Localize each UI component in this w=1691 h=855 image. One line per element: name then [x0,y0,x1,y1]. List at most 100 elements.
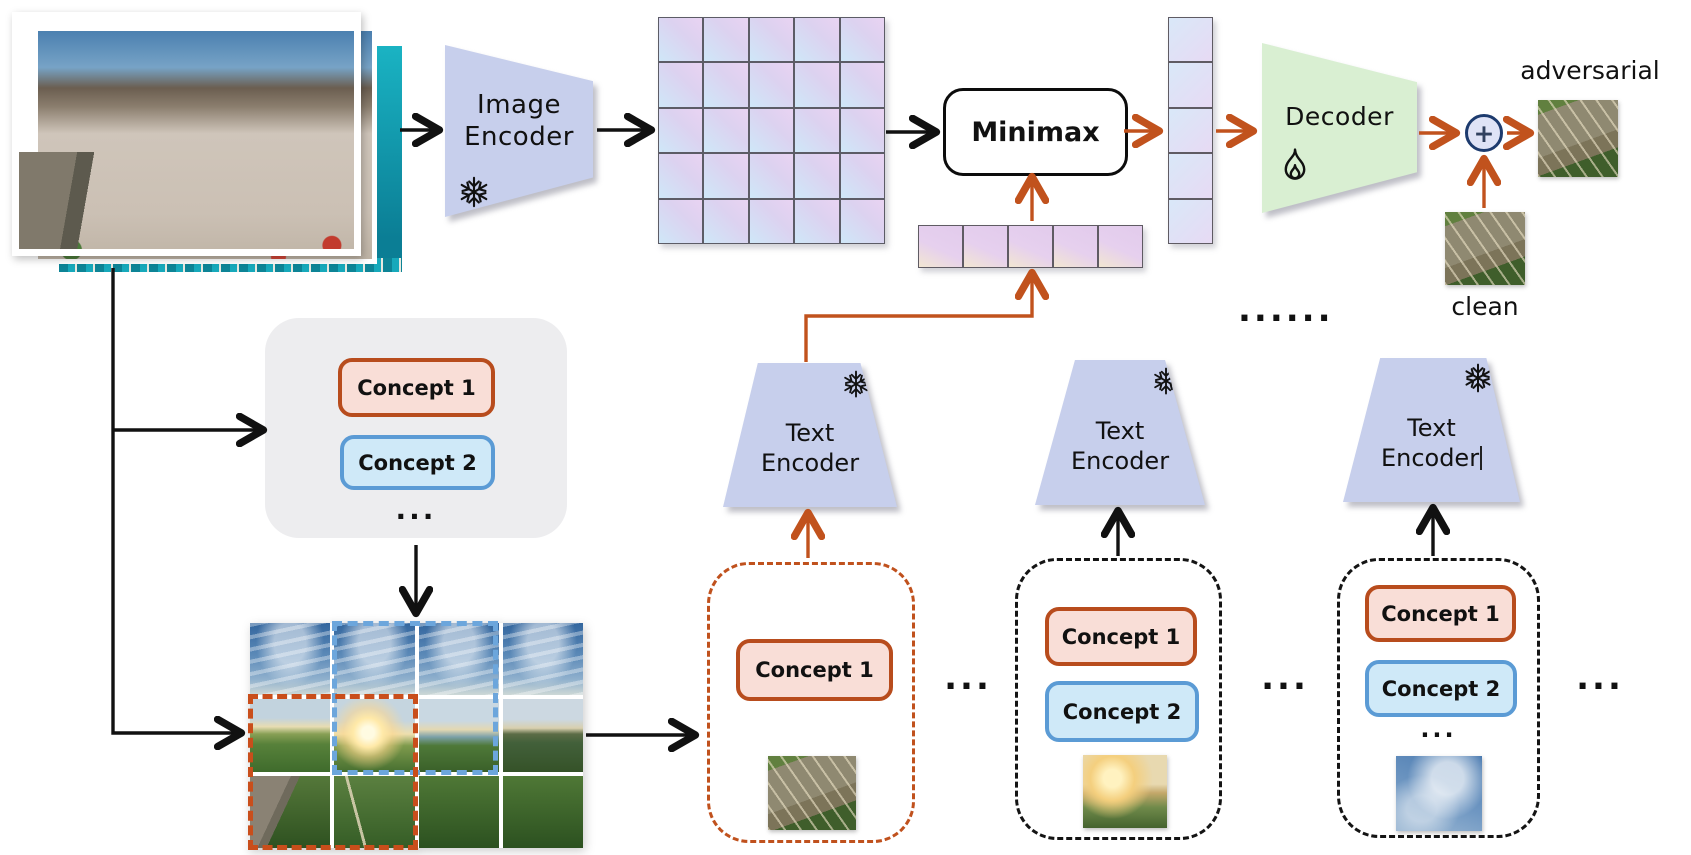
embedding-cell [748,62,795,108]
image-tile [250,699,331,772]
decoder: Decoder [1262,43,1417,213]
image-tile [334,699,415,772]
snowflake-icon [1152,367,1180,395]
embedding-cell [1168,62,1213,108]
text-encoder-3-label: Text Encoder [1381,413,1483,473]
image-encoder-label: Image Encoder [464,90,574,171]
adversarial-image [1538,100,1618,177]
text-encoder-1-label: Text Encoder [760,419,860,477]
embedding-cell [1168,198,1213,244]
embedding-cell [748,17,795,63]
separator-ellipsis: ... [1261,658,1309,698]
group-1-image [768,756,856,830]
snowflake-icon [842,370,870,398]
embedding-cell [658,198,704,244]
embedding-cell [963,225,1008,268]
embedding-cell [794,107,840,154]
image-encoder-label-line1: Image [477,90,561,121]
fused-embedding-column [1168,17,1213,244]
image-tile [334,623,415,696]
embedding-cell [1098,225,1143,268]
embedding-cell [839,107,885,154]
segmented-image [248,621,583,850]
plus-icon: + [1473,118,1495,148]
concept-group-1: Concept 1 [707,562,915,843]
concept-pill: Concept 1 [1365,585,1516,642]
concept-group-3: Concept 1 Concept 2 ... [1337,558,1540,838]
concept-group-2: Concept 1 Concept 2 [1015,558,1222,840]
image-encoder: Image Encoder [445,45,593,217]
image-tile [250,623,331,696]
embedding-cell [839,17,885,63]
patch-embedding-grid [658,17,885,244]
text-encoder-2-label: Text Encoder [1070,416,1170,475]
concept-box-ellipsis: ... [395,493,437,526]
embedding-cell [658,107,704,154]
text-embedding-row [918,225,1143,268]
image-tile [334,775,415,848]
image-tile [502,623,583,696]
image-encoder-label-line2: Encoder [464,122,574,152]
image-tile [502,699,583,772]
snowflake-icon [1463,363,1493,393]
concept-pill: Concept 2 [1045,681,1199,742]
embedding-cell [794,153,840,199]
embedding-cell [703,107,749,154]
group-3-image [1396,756,1482,831]
embedding-cell [794,62,840,108]
ellipsis-top-right: ...... [1238,290,1334,330]
concept-box: Concept 1 Concept 2 ... [265,318,567,538]
group-3-ellipsis: ... [1420,715,1457,743]
minimax-block: Minimax [943,88,1128,176]
text-encoder-1: Text Encoder [723,363,897,507]
image-tile [418,699,499,772]
embedding-cell [658,17,704,63]
embedding-cell [1168,107,1213,154]
embedding-cell [1168,17,1213,63]
fire-icon [1284,148,1306,180]
separator-ellipsis: ... [1576,658,1624,698]
embedding-cell [748,153,795,199]
embedding-cell [658,153,704,199]
embedding-cell [703,62,749,108]
concept-pill: Concept 1 [1045,607,1197,666]
adversarial-label: adversarial [1520,56,1660,85]
image-tile [502,775,583,848]
separator-ellipsis: ... [944,658,992,698]
embedding-cell [748,107,795,154]
embedding-cell [918,225,963,268]
embedding-cell [794,198,840,244]
concept-pill: Concept 2 [340,435,495,490]
image-tile [418,623,499,696]
orange-region-overlay [248,694,418,850]
embedding-cell [839,198,885,244]
add-circle: + [1465,114,1503,152]
image-tile [418,775,499,848]
embedding-cell [794,17,840,63]
embedding-cell [703,198,749,244]
minimax-label: Minimax [971,116,1100,148]
text-encoder-2: Text Encoder [1035,360,1205,505]
embedding-cell [839,153,885,199]
landscape-photo [19,19,354,249]
embedding-cell [1168,153,1213,199]
clean-label: clean [1451,292,1519,321]
road-area [19,152,174,249]
text-cursor [1480,446,1483,470]
embedding-cell [703,17,749,63]
concept-pill: Concept 2 [1365,660,1517,717]
embedding-cell [703,153,749,199]
clean-image [1445,212,1525,285]
source-image [12,12,361,256]
embedding-cell [1008,225,1053,268]
image-tile [250,775,331,848]
arrow-text-encoder1-to-row [804,276,1032,362]
embedding-cell [748,198,795,244]
embedding-cell [839,62,885,108]
decoder-label: Decoder [1285,101,1394,131]
concept-pill: Concept 1 [338,358,495,417]
concept-pill: Concept 1 [736,639,893,701]
line-stack-down-to-segmented [111,268,238,733]
group-2-image [1083,755,1167,828]
